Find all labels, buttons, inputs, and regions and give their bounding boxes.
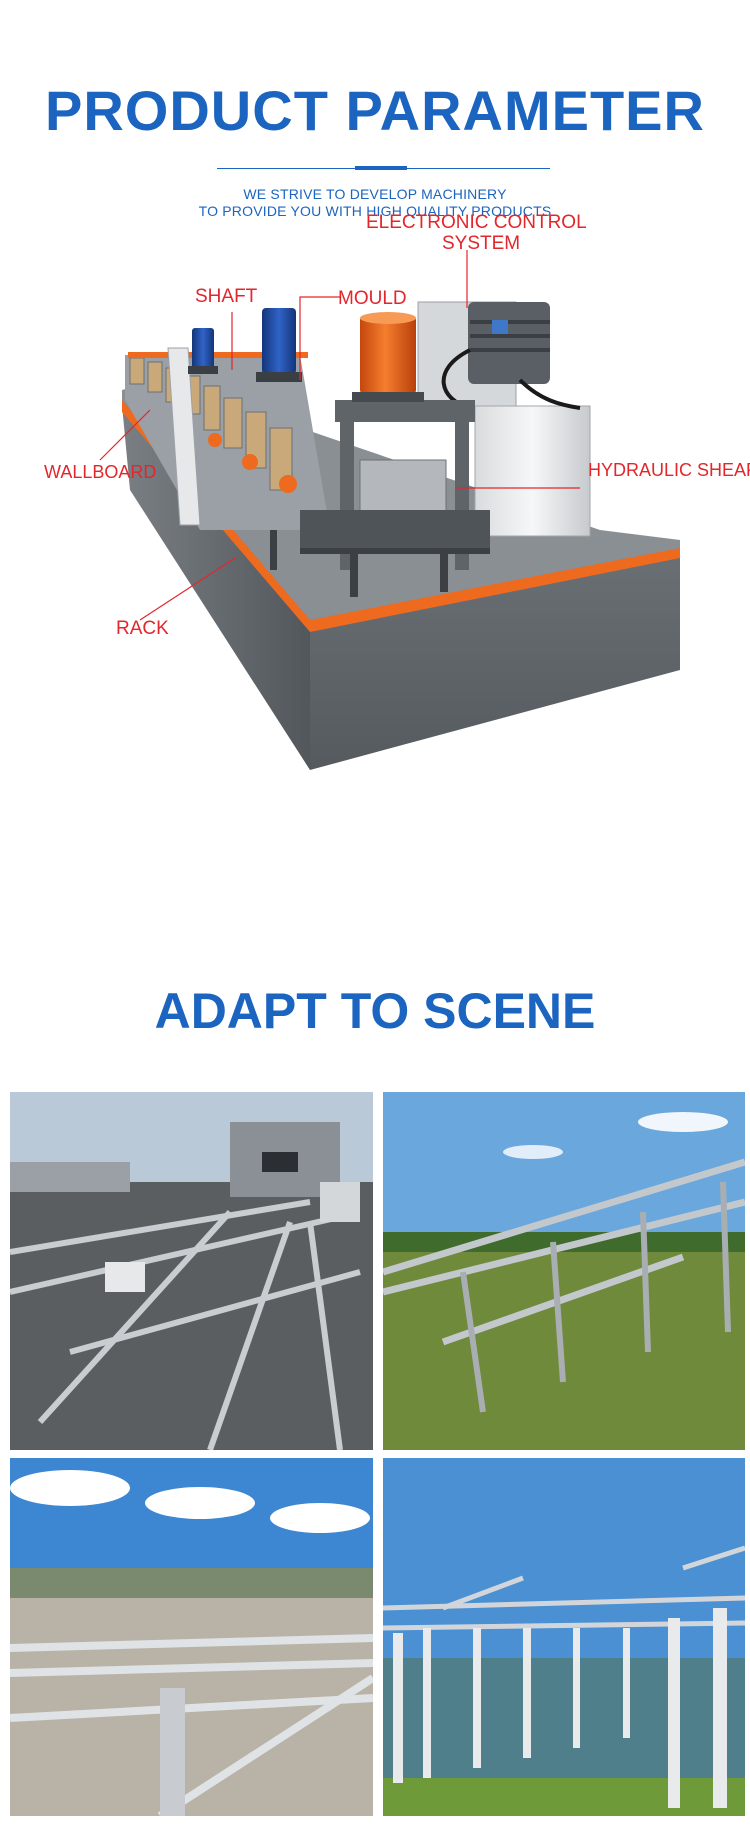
machine-diagram: ELECTRONIC CONTROL SYSTEM SHAFT MOULD WA… [0,212,750,930]
orange-rollers [128,352,308,493]
base-left-side [122,405,310,770]
base-orange-stripe [310,548,680,632]
machine-illustration [99,250,680,770]
label-electronic-control: ELECTRONIC CONTROL [366,212,587,233]
wallboard-panel [167,347,201,526]
motor-large [262,308,296,374]
scene-photo-water [383,1458,745,1816]
pump-motor [468,302,550,384]
support-legs [270,530,448,597]
scene-photo-field [383,1092,745,1450]
label-hydraulic-shear: HYDRAULIC SHEAR [588,460,750,480]
shear-bottom-plate [300,510,490,550]
section-title-adapt-to-scene: ADAPT TO SCENE [154,983,596,1039]
label-rack: RACK [116,618,169,639]
shear-cylinder [360,316,416,394]
callout-lines [99,250,580,621]
label-electronic-control-line2: SYSTEM [442,233,521,254]
scene-photo-rooftop [10,1092,373,1450]
label-shaft: SHAFT [195,286,258,307]
scene-photo-rooftop-sky [10,1458,373,1816]
label-wallboard: WALLBOARD [44,462,157,482]
motor-small [192,328,214,370]
roller-stations [129,357,293,491]
title-divider-accent [355,166,407,170]
oil-tank [474,405,591,537]
tagline-line-2: TO PROVIDE YOU WITH HIGH QUALITY PRODUCT… [198,203,552,219]
tagline-line-1: WE STRIVE TO DEVELOP MACHINERY [243,186,507,202]
page-title: PRODUCT PARAMETER [45,79,705,142]
label-mould: MOULD [338,288,407,309]
shear-top-plate [335,400,475,422]
